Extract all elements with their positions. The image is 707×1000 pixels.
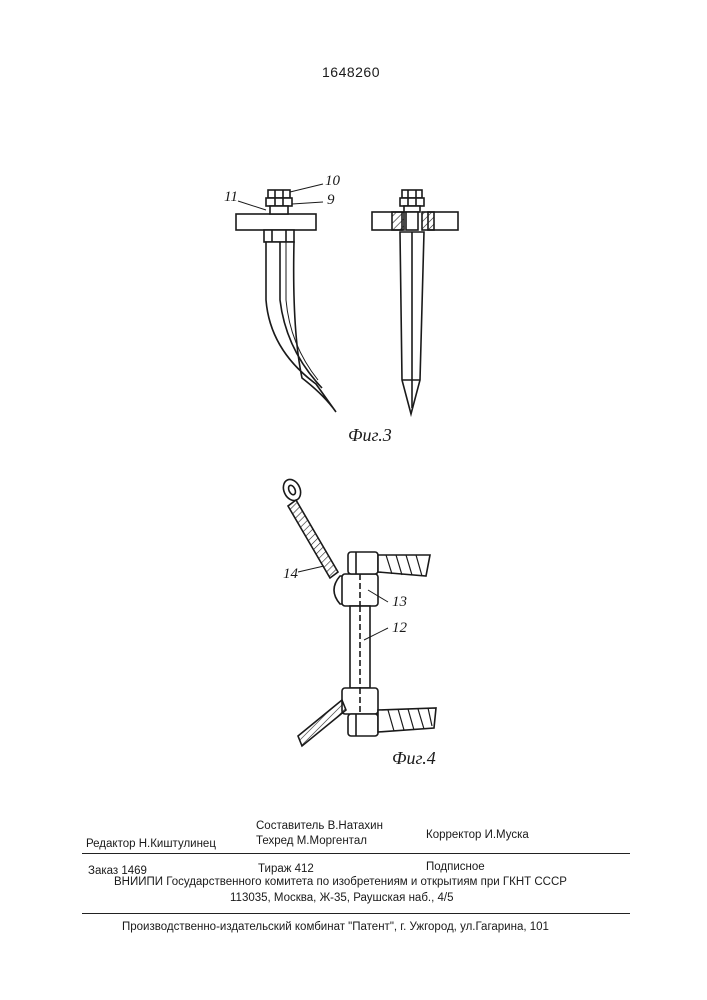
institute-line: ВНИИПИ Государственного комитета по изоб… bbox=[114, 876, 567, 888]
editor-credit: Редактор Н.Киштулинец bbox=[86, 838, 216, 850]
fig3-straight-tine-section bbox=[372, 190, 458, 414]
callout-label: 14 bbox=[283, 566, 298, 583]
callout-label: 9 bbox=[327, 192, 335, 209]
compiler-credit: Составитель В.Натахин bbox=[256, 820, 383, 832]
printer-line: Производственно-издательский комбинат "П… bbox=[122, 921, 549, 933]
fig3-curved-tine bbox=[236, 190, 336, 412]
circulation: Тираж 412 bbox=[258, 863, 314, 875]
divider bbox=[82, 853, 630, 854]
figure-caption: Фиг.4 bbox=[392, 748, 436, 769]
address-line: 113035, Москва, Ж-35, Раушская наб., 4/5 bbox=[230, 892, 453, 904]
callout-label: 13 bbox=[392, 594, 407, 611]
divider bbox=[82, 913, 630, 914]
techred-credit: Техред М.Моргентал bbox=[256, 835, 367, 847]
fig4-assembly bbox=[280, 477, 436, 746]
figure-caption: Фиг.3 bbox=[348, 425, 392, 446]
callout-label: 11 bbox=[224, 189, 238, 206]
callout-label: 12 bbox=[392, 620, 407, 637]
subscription-note: Подписное bbox=[426, 861, 485, 873]
corrector-credit: Корректор И.Муска bbox=[426, 829, 529, 841]
callout-label: 10 bbox=[325, 173, 340, 190]
